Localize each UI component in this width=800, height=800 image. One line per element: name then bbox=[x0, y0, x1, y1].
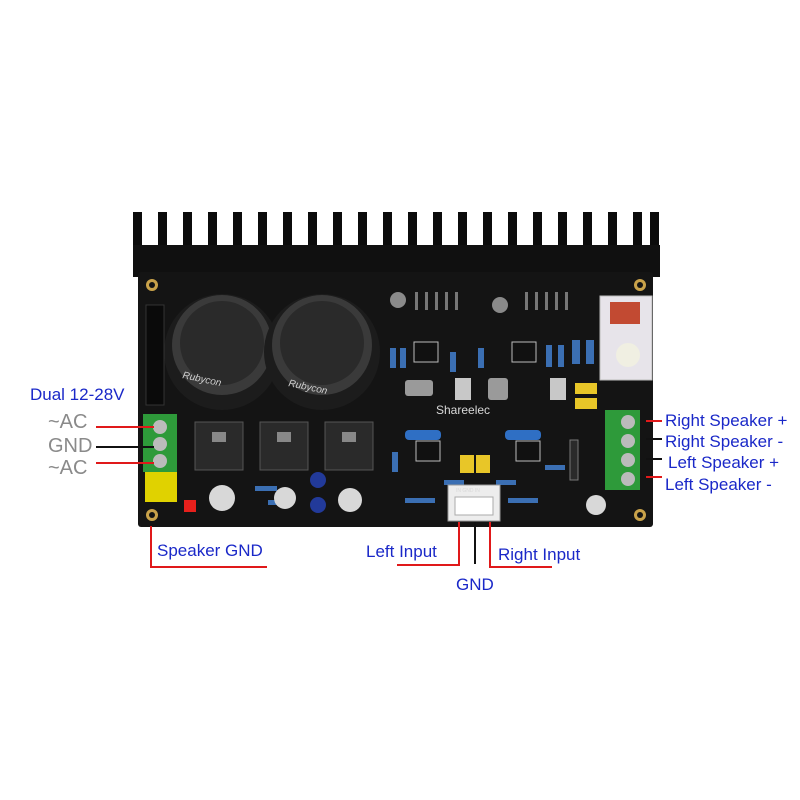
speaker-gnd-label: Speaker GND bbox=[157, 541, 263, 560]
power-terminal-block bbox=[143, 414, 177, 502]
filter-capacitor-left bbox=[164, 294, 280, 410]
power-title-label: Dual 12-28V bbox=[30, 385, 125, 404]
input-gnd-wire bbox=[474, 522, 476, 564]
right-speaker-minus-label: Right Speaker - bbox=[665, 432, 784, 451]
left-input-wire-horizontal bbox=[397, 564, 460, 566]
left-speaker-minus-label: Left Speaker - bbox=[665, 475, 772, 494]
relay bbox=[599, 295, 653, 381]
left-input-label: Left Input bbox=[366, 542, 437, 561]
ac-bottom-wire bbox=[96, 462, 154, 464]
right-input-wire-horizontal bbox=[489, 566, 552, 568]
left-speaker-minus-wire bbox=[646, 476, 662, 478]
ac-top-label: ~AC bbox=[48, 411, 88, 433]
small-capacitors bbox=[209, 439, 606, 515]
resistors bbox=[255, 340, 594, 505]
heatsink bbox=[133, 212, 660, 277]
speaker-terminal-block bbox=[605, 410, 640, 490]
left-speaker-plus-label: Left Speaker + bbox=[668, 453, 780, 472]
input-connector bbox=[447, 484, 501, 522]
film-capacitors bbox=[460, 383, 597, 473]
op-amp-chips bbox=[413, 341, 541, 462]
left-speaker-plus-wire bbox=[646, 458, 662, 460]
regulators bbox=[194, 421, 374, 471]
speaker-gnd-wire-horizontal bbox=[150, 566, 267, 568]
right-speaker-minus-wire bbox=[646, 438, 662, 440]
left-input-wire-vertical bbox=[458, 522, 460, 566]
pcb-brand: Shareelec bbox=[436, 403, 490, 417]
power-led bbox=[184, 500, 196, 512]
connector-silk: IN GND IN bbox=[456, 488, 480, 494]
filter-capacitor-right bbox=[264, 294, 380, 410]
right-speaker-plus-label: Right Speaker + bbox=[665, 411, 788, 430]
ac-bottom-label: ~AC bbox=[48, 457, 88, 479]
speaker-gnd-wire-vertical bbox=[150, 526, 152, 568]
right-input-label: Right Input bbox=[498, 545, 581, 564]
ac-top-wire bbox=[96, 426, 154, 428]
right-input-wire-vertical bbox=[489, 522, 491, 568]
right-speaker-plus-wire bbox=[646, 420, 662, 422]
gnd-power-label: GND bbox=[48, 435, 93, 457]
gnd-power-wire bbox=[96, 446, 154, 448]
input-gnd-label: GND bbox=[456, 575, 494, 594]
